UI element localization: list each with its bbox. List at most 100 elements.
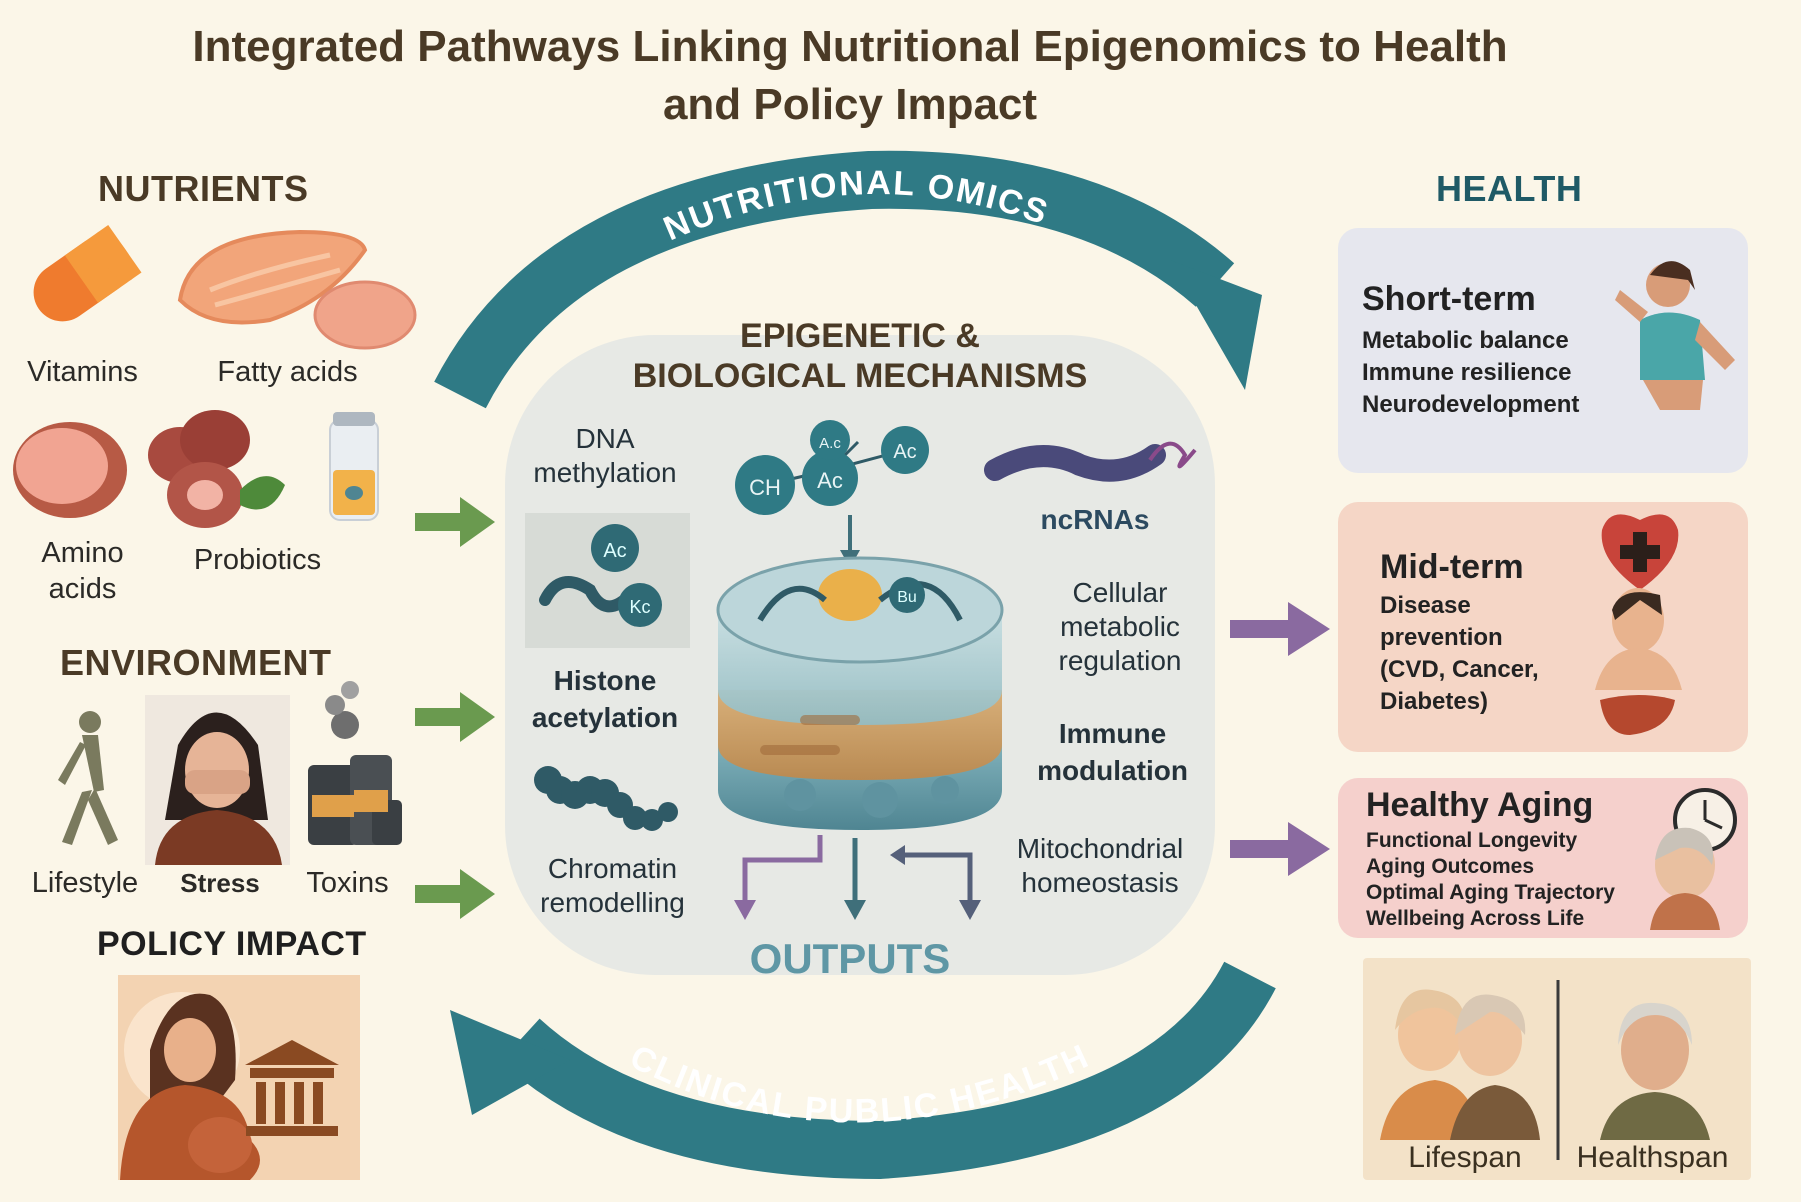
mid-term-title: Mid-term — [1380, 548, 1524, 586]
immune-modulation-line1: Immune — [1058, 718, 1167, 749]
vitamins-label: Vitamins — [27, 356, 138, 388]
chromatin-remodelling-line2: remodelling — [540, 887, 685, 918]
immune-modulation-line2: modulation — [1037, 755, 1188, 786]
short-term-item: Neurodevelopment — [1362, 391, 1580, 418]
mid-term-item: (CVD, Cancer, — [1380, 656, 1539, 683]
healthy-aging-title: Healthy Aging — [1366, 786, 1594, 824]
output-arrow-left — [742, 835, 823, 905]
histone-acetylation-line2: acetylation — [531, 702, 679, 733]
probiotic-veggie-icon — [148, 410, 285, 528]
short-term-item: Metabolic balance — [1362, 327, 1569, 354]
green-arrow — [415, 692, 495, 742]
chromatin-beads-icon — [534, 766, 678, 831]
heart-plus-icon — [1601, 514, 1679, 590]
healthy-aging-item: Optimal Aging Trajectory — [1366, 881, 1615, 904]
ncrna-strand-icon — [984, 441, 1197, 482]
histone-molecule-icon: Ac Kc — [525, 513, 690, 648]
molecule-label: A.c — [819, 435, 841, 452]
green-arrow — [415, 497, 495, 547]
mid-term-card: Mid-term Disease prevention (CVD, Cancer… — [1338, 502, 1748, 752]
probiotic-bottle-icon — [329, 412, 379, 521]
government-building-icon — [245, 1040, 339, 1136]
salmon-icon — [177, 229, 417, 350]
molecule-label: Ac — [603, 540, 626, 562]
dna-methylation-line1: DNA — [575, 423, 635, 454]
page-title: Integrated Pathways Linking Nutritional … — [100, 18, 1600, 134]
dna-methylation-line2: methylation — [533, 457, 677, 488]
healthy-aging-card: Healthy Aging Functional Longevity Aging… — [1338, 778, 1748, 938]
fatty-acids-label: Fatty acids — [217, 356, 358, 388]
green-arrow — [415, 869, 495, 919]
chromatin-remodelling-line1: Chromatin — [547, 853, 678, 884]
nutrients-heading: NUTRIENTS — [98, 168, 309, 209]
factory-icon — [308, 681, 402, 845]
output-arrow-left-head — [734, 900, 756, 920]
histone-acetylation-line1: Histone — [553, 665, 657, 696]
mechanisms-heading-line1: EPIGENETIC & — [740, 317, 980, 355]
short-term-list: Metabolic balance Immune resilience Neur… — [1362, 325, 1579, 421]
nucleosome-icon: Bu — [716, 556, 1004, 830]
histone-acetylation-label: Histone acetylation — [515, 662, 695, 736]
environment-heading: ENVIRONMENT — [60, 642, 332, 683]
athlete-icon — [1615, 261, 1735, 410]
elderly-woman-icon — [1650, 827, 1720, 930]
health-heading: HEALTH — [1436, 168, 1583, 209]
short-term-title: Short-term — [1362, 280, 1536, 318]
output-arrow-right-head — [890, 845, 905, 865]
healthy-aging-item: Wellbeing Across Life — [1366, 907, 1585, 930]
molecule-label: Bu — [897, 589, 917, 606]
output-arrows — [1230, 602, 1330, 876]
output-arrow-center-head — [844, 900, 866, 920]
healthy-aging-item: Functional Longevity — [1366, 829, 1578, 852]
dna-methylation-label: DNA methylation — [515, 422, 695, 490]
liver-icon — [1600, 695, 1675, 735]
healthy-aging-item: Aging Outcomes — [1366, 855, 1535, 878]
healthy-aging-list: Functional Longevity Aging Outcomes Opti… — [1366, 828, 1615, 932]
molecule-label: Ac — [817, 468, 843, 493]
immune-modulation-label: Immune modulation — [1025, 715, 1200, 789]
molecule-label: CH — [749, 475, 781, 500]
mid-term-item: Diabetes) — [1380, 688, 1489, 715]
man-portrait-icon — [1595, 588, 1682, 690]
healthspan-label: Healthspan — [1576, 1141, 1729, 1174]
input-arrows — [415, 497, 495, 919]
amino-acids-label: Amino acids — [41, 537, 124, 605]
mid-term-item: prevention — [1380, 624, 1503, 651]
mid-term-list: Disease prevention (CVD, Cancer, Diabete… — [1380, 590, 1539, 718]
short-term-card: Short-term Metabolic balance Immune resi… — [1338, 228, 1748, 473]
stressed-woman-icon — [145, 695, 290, 865]
stress-label: Stress — [180, 868, 260, 898]
policy-impact-heading: POLICY IMPACT — [97, 925, 367, 963]
cellular-metabolic-line2: metabolic — [1060, 611, 1180, 642]
short-term-card-bg — [1338, 228, 1748, 473]
mitochondrial-line1: Mitochondrial — [1016, 833, 1184, 864]
chromatin-remodelling-label: Chromatin remodelling — [520, 852, 705, 920]
molecule-label: Kc — [629, 597, 650, 617]
outputs-label: OUTPUTS — [749, 935, 951, 982]
probiotics-label: Probiotics — [193, 544, 322, 576]
mechanisms-heading-line2: BIOLOGICAL MECHANISMS — [632, 357, 1088, 395]
lifestyle-label: Lifestyle — [31, 867, 139, 899]
cellular-metabolic-line3: regulation — [1058, 645, 1182, 676]
elderly-couple-icon — [1380, 989, 1540, 1140]
lifespan-label: Lifespan — [1408, 1141, 1522, 1174]
mitochondrial-line2: homeostasis — [1021, 867, 1179, 898]
vitamin-capsule-icon — [33, 225, 142, 322]
mechanisms-heading: EPIGENETIC & BIOLOGICAL MECHANISMS — [590, 316, 1130, 396]
ncrnas-label: ncRNAs — [1040, 504, 1150, 535]
purple-arrow — [1230, 602, 1330, 656]
acetyl-molecule-icon: CH Ac A.c Ac — [735, 420, 929, 568]
molecule-label: Ac — [893, 441, 916, 463]
meat-icon — [13, 422, 127, 518]
nutritional-omics-arc — [434, 150, 1262, 409]
output-arrow-right — [900, 852, 973, 905]
short-term-item: Immune resilience — [1362, 359, 1572, 386]
purple-arrow — [1230, 822, 1330, 876]
elderly-man-icon — [1600, 1002, 1710, 1140]
toxins-label: Toxins — [306, 867, 389, 899]
walking-person-icon — [58, 711, 118, 845]
clinical-public-health-arc — [450, 961, 1276, 1180]
title-line-2: and Policy Impact — [662, 80, 1038, 129]
